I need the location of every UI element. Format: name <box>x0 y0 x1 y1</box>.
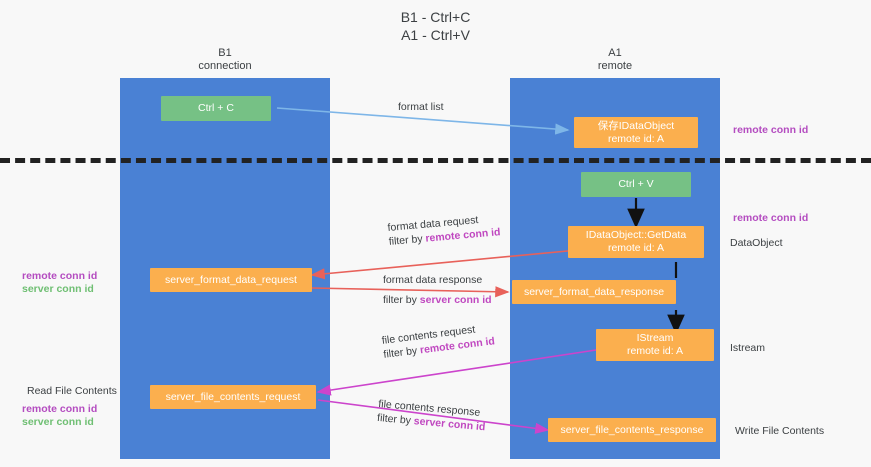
annotation-dataobject: DataObject <box>730 237 783 249</box>
annotation-right-remote-conn-top: remote conn id <box>733 124 809 136</box>
node-server-file-contents-request[interactable]: server_file_contents_request <box>150 385 316 409</box>
annotation-read-file-contents: Read File Contents <box>27 385 117 397</box>
edge-label-format-data-response: format data response filter by server co… <box>383 273 492 307</box>
column-header-a1: A1 remote <box>597 47 633 72</box>
phase-divider <box>0 158 871 163</box>
edge-label-format-data-request: format data request filter by remote con… <box>387 211 501 249</box>
annotation-left-remote-conn-2: remote conn id <box>22 403 98 415</box>
column-header-b1: B1 connection <box>198 47 252 72</box>
node-ctrl-c[interactable]: Ctrl + C <box>161 96 271 121</box>
edge-label-format-list: format list <box>398 101 444 113</box>
node-server-format-data-response[interactable]: server_format_data_response <box>512 280 676 304</box>
filter-key-server-conn-id: server conn id <box>419 294 492 306</box>
annotation-left-server-conn: server conn id <box>22 283 94 295</box>
node-server-file-contents-response[interactable]: server_file_contents_response <box>548 418 716 442</box>
edge-label-file-contents-response: file contents response filter by server … <box>377 397 488 434</box>
annotation-left-server-conn-2: server conn id <box>22 416 94 428</box>
node-istream[interactable]: IStream remote id: A <box>596 329 714 361</box>
edge-label-format-data-response-text: format data response <box>383 274 483 286</box>
annotation-write-file-contents: Write File Contents <box>735 425 825 437</box>
annotation-istream: Istream <box>730 342 766 354</box>
node-idataobject-getdata[interactable]: IDataObject::GetData remote id: A <box>568 226 704 258</box>
node-save-idataobject[interactable]: 保存IDataObject remote id: A <box>574 117 698 148</box>
annotation-left-remote-conn: remote conn id <box>22 270 98 282</box>
node-ctrl-v[interactable]: Ctrl + V <box>581 172 691 197</box>
edge-label-file-contents-request: file contents request filter by remote c… <box>381 320 496 361</box>
annotation-right-remote-conn-mid: remote conn id <box>733 212 809 224</box>
node-server-format-data-request[interactable]: server_format_data_request <box>150 268 312 292</box>
edge-label-format-data-response-filter: filter by server conn id <box>383 294 492 306</box>
page-title: B1 - Ctrl+C A1 - Ctrl+V <box>400 9 471 43</box>
